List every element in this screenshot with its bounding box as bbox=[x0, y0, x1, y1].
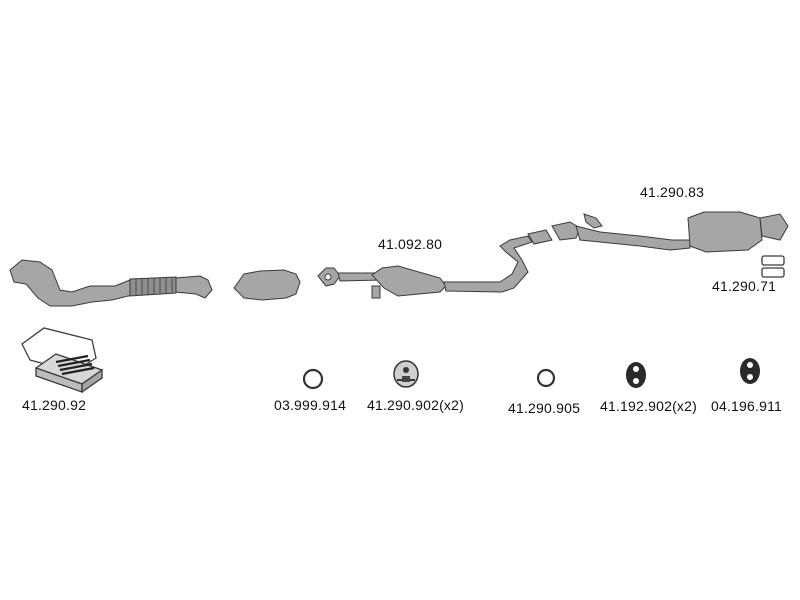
accessory-part-number: 41.192.902(x2) bbox=[600, 398, 697, 414]
rear-silencer-icon bbox=[551, 211, 789, 253]
middle-silencer-part-number: 41.092.80 bbox=[378, 236, 443, 252]
accessory-part-number: 41.290.902(x2) bbox=[367, 397, 464, 413]
catalytic-converter-icon bbox=[233, 269, 301, 301]
sealing-ring-icon bbox=[536, 368, 556, 388]
tail-trim-part-number: 41.290.71 bbox=[712, 278, 777, 294]
accessory-part-number: 04.196.911 bbox=[711, 398, 783, 414]
mounting-kit-box-icon bbox=[21, 327, 104, 394]
rubber-mount-icon bbox=[740, 358, 760, 384]
accessory-part-number: 03.999.914 bbox=[274, 397, 347, 413]
rear-silencer-part-number: 41.290.83 bbox=[640, 184, 705, 200]
tail-trim-icon bbox=[761, 255, 785, 278]
mounting-kit-part-number: 41.290.92 bbox=[22, 397, 87, 413]
sealing-ring-icon bbox=[302, 368, 324, 390]
rubber-mount-icon bbox=[626, 362, 646, 388]
middle-silencer-icon bbox=[317, 229, 553, 299]
front-pipe-icon bbox=[9, 259, 213, 307]
accessory-part-number: 41.290.905 bbox=[508, 400, 581, 416]
rubber-hanger-icon bbox=[393, 360, 419, 388]
